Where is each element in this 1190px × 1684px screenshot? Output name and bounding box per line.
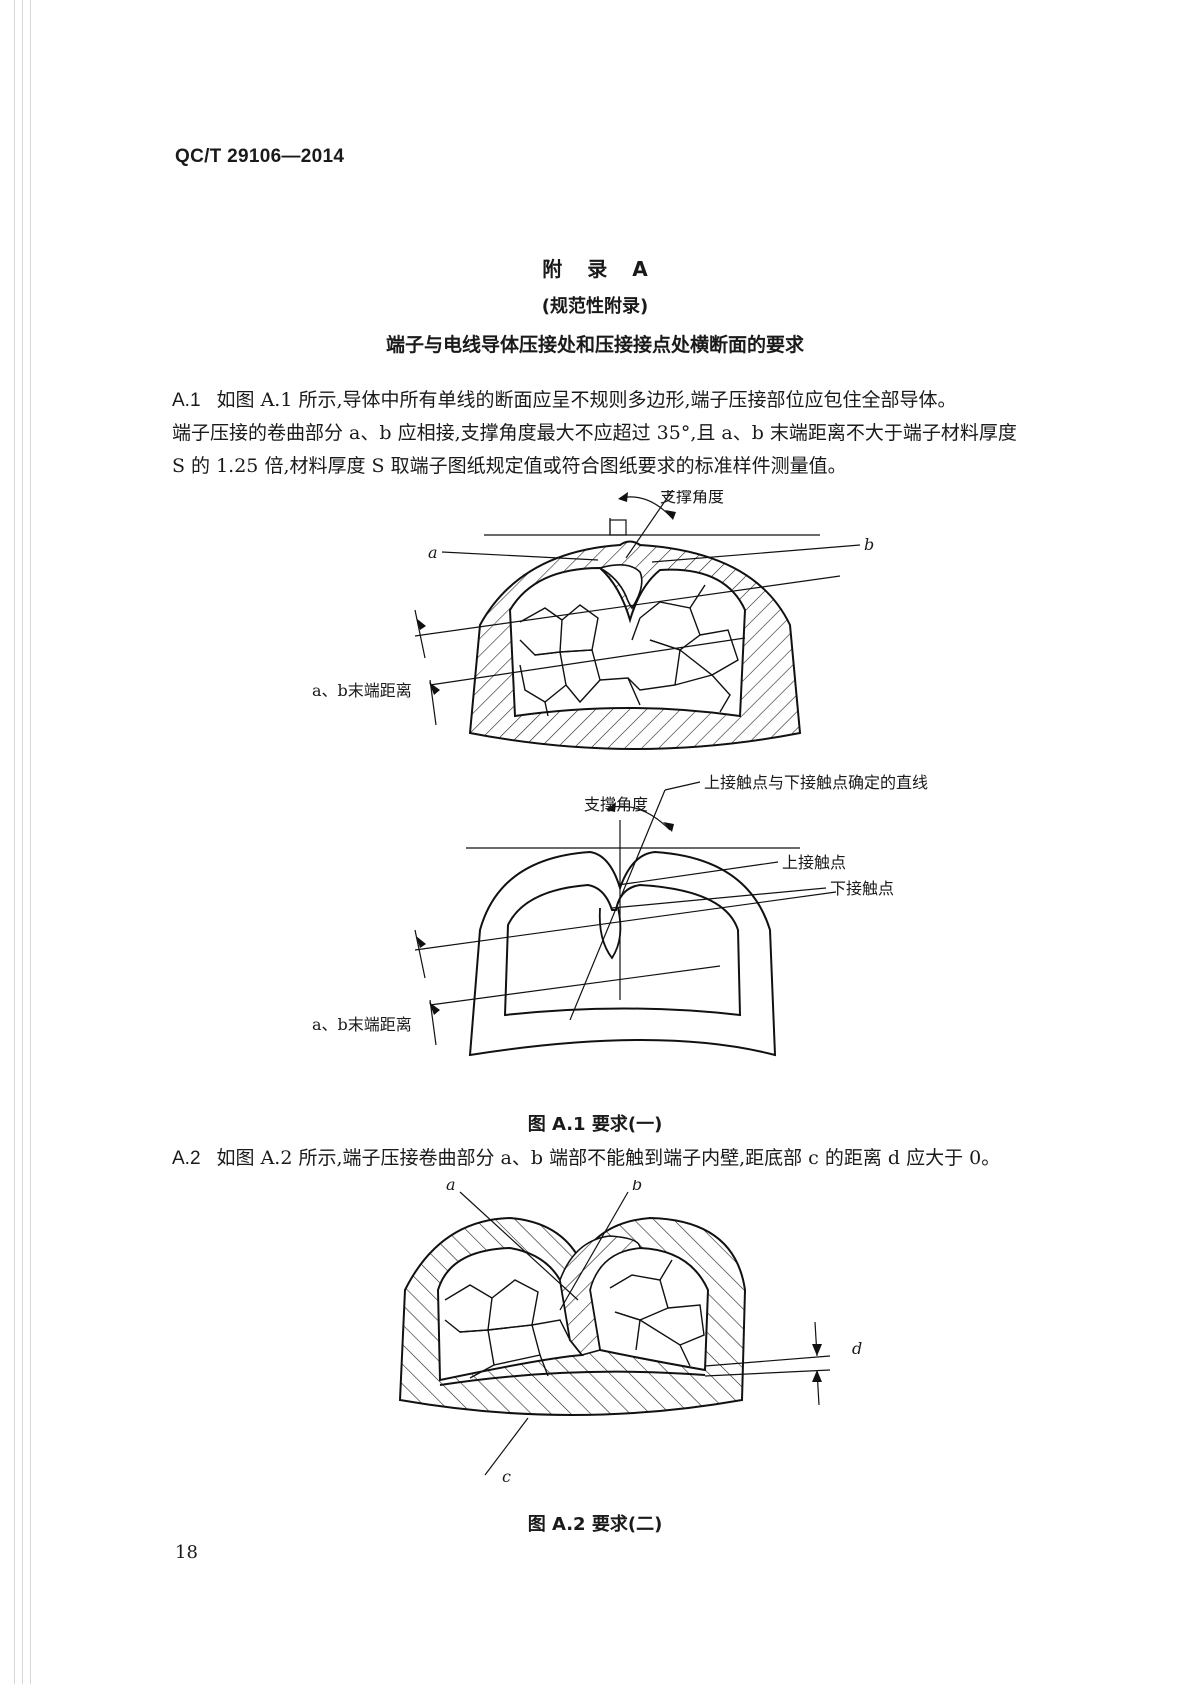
standard-number: QC/T 29106—2014 (175, 146, 345, 167)
figure-a2: a b c d (398, 1180, 862, 1486)
label-contact-line: 上接触点与下接触点确定的直线 (704, 773, 928, 792)
label-end-distance-2: a、b末端距离 (312, 1015, 412, 1034)
label-support-angle-2: 支撑角度 (584, 795, 648, 814)
crimp-cross-section-top: 支撑角度 a b a、b末端距离 (312, 490, 874, 750)
figure-a2-caption: 图 A.2 要求(二) (527, 1514, 663, 1535)
paragraph-line: 如图 A.2 所示,端子压接卷曲部分 a、b 端部不能触到端子内壁,距底部 c … (216, 1147, 1001, 1169)
label-a: a (446, 1180, 456, 1194)
annex-title: 端子与电线导体压接处和压接接点处横断面的要求 (385, 334, 804, 356)
label-support-angle: 支撑角度 (660, 490, 724, 506)
label-c: c (502, 1467, 511, 1486)
figure-a1: 支撑角度 a b a、b末端距离 支撑角度 上接触点与下接触点确定的直线 上接触… (312, 490, 928, 1057)
section-a2: A.2 如图 A.2 所示,端子压接卷曲部分 a、b 端部不能触到端子内壁,距底部… (172, 1142, 1132, 1175)
crimp-contact-diagram: 支撑角度 上接触点与下接触点确定的直线 上接触点 下接触点 a、b末端距离 (312, 773, 928, 1057)
annex-heading: 附 录 A (542, 257, 648, 281)
paragraph-line: S 的 1.25 倍,材料厚度 S 取端子图纸规定值或符合图纸要求的标准样件测量… (172, 455, 847, 477)
label-a: a (428, 543, 438, 562)
page-edge (30, 0, 31, 1684)
paragraph-line: 端子压接的卷曲部分 a、b 应相接,支撑角度最大不应超过 35°,且 a、b 末… (172, 422, 1017, 444)
section-a1: A.1 如图 A.1 所示,导体中所有单线的断面应呈不规则多边形,端子压接部位应包… (172, 384, 1132, 483)
label-lower-contact: 下接触点 (830, 879, 894, 898)
label-b: b (864, 535, 874, 554)
annex-nature: (规范性附录) (541, 296, 649, 317)
page-edge (22, 0, 23, 1684)
label-d: d (852, 1339, 862, 1358)
page-edge (14, 0, 15, 1684)
page-number: 18 (175, 1542, 198, 1563)
paragraph-line: 如图 A.1 所示,导体中所有单线的断面应呈不规则多边形,端子压接部位应包住全部… (216, 389, 957, 411)
label-upper-contact: 上接触点 (782, 853, 846, 872)
section-number: A.1 (172, 390, 201, 411)
label-end-distance: a、b末端距离 (312, 681, 412, 700)
figure-a1-caption: 图 A.1 要求(一) (527, 1114, 663, 1135)
label-b: b (632, 1180, 642, 1194)
section-number: A.2 (172, 1148, 201, 1169)
